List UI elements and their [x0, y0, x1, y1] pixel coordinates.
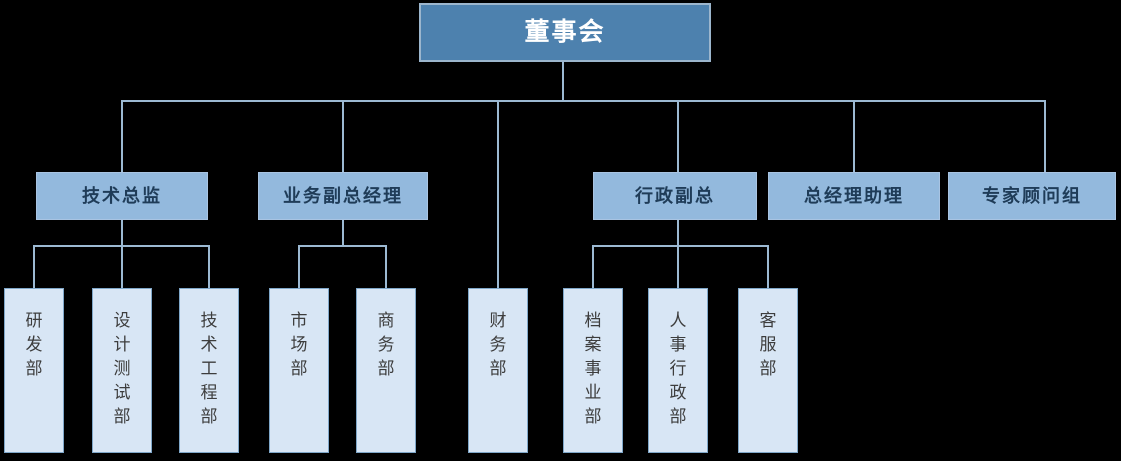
node-design-test-dept[interactable]: 设 计 测 试 部: [92, 288, 152, 453]
connector-root-drop-line: [562, 62, 564, 102]
connector-admin-subbus-line: [592, 245, 769, 247]
connector-drop-rnd-line: [33, 245, 35, 288]
connector-drop-business-gm-line: [342, 100, 344, 172]
node-board-of-directors[interactable]: 董事会: [419, 3, 711, 62]
connector-drop-marketing-line: [298, 245, 300, 288]
node-admin-deputy[interactable]: 行政副总: [593, 172, 757, 220]
connector-drop-design-test-line: [121, 245, 123, 288]
node-rnd-dept[interactable]: 研 发 部: [4, 288, 64, 453]
node-customer-service-dept[interactable]: 客 服 部: [738, 288, 798, 453]
connector-drop-finance-dept-line: [497, 100, 499, 288]
connector-drop-archives-line: [592, 245, 594, 288]
connector-tech-stem-line: [121, 220, 123, 247]
node-tech-engineering-dept[interactable]: 技 术 工 程 部: [179, 288, 239, 453]
node-hr-admin-dept[interactable]: 人 事 行 政 部: [648, 288, 708, 453]
connector-drop-admin-deputy-line: [677, 100, 679, 172]
connector-drop-tech-eng-line: [208, 245, 210, 288]
connector-business-subbus-line: [298, 245, 387, 247]
connector-drop-hr-admin-line: [677, 245, 679, 288]
node-commerce-dept[interactable]: 商 务 部: [356, 288, 416, 453]
node-finance-dept[interactable]: 财 务 部: [468, 288, 528, 453]
connector-business-stem-line: [342, 220, 344, 247]
node-marketing-dept[interactable]: 市 场 部: [269, 288, 329, 453]
connector-drop-customer-service-line: [767, 245, 769, 288]
connector-drop-commerce-line: [385, 245, 387, 288]
connector-main-bus-line: [121, 100, 1046, 102]
node-tech-director[interactable]: 技术总监: [36, 172, 208, 220]
connector-drop-gm-assistant-line: [853, 100, 855, 172]
node-expert-advisory-group[interactable]: 专家顾问组: [948, 172, 1116, 220]
node-archives-business-dept[interactable]: 档 案 事 业 部: [563, 288, 623, 453]
connector-drop-tech-director-line: [121, 100, 123, 172]
connector-drop-expert-group-line: [1044, 100, 1046, 172]
connector-admin-stem-line: [677, 220, 679, 247]
node-gm-assistant[interactable]: 总经理助理: [768, 172, 940, 220]
node-business-deputy-gm[interactable]: 业务副总经理: [258, 172, 428, 220]
